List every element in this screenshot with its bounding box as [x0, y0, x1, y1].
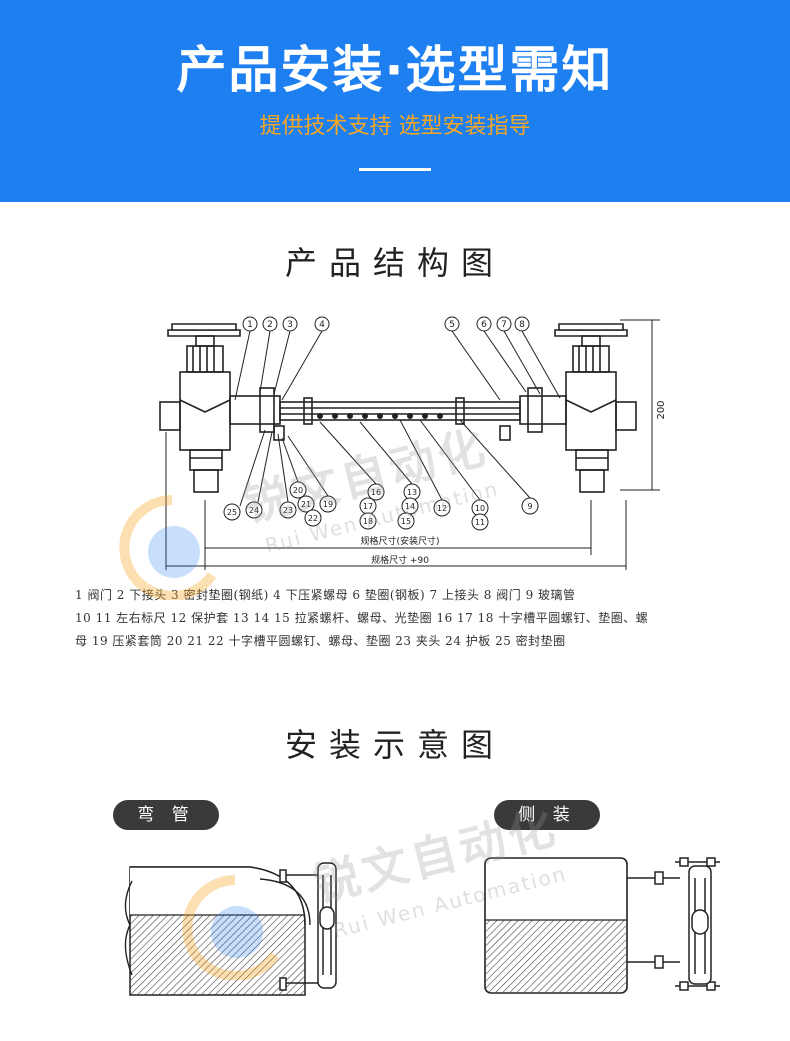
callout-label: 25	[227, 508, 237, 517]
callout-label: 4	[319, 320, 325, 330]
bend-pipe-diagram	[124, 862, 337, 996]
watermark-logo-icon	[182, 875, 280, 980]
header-banner: 产品安装·选型需知 提供技术支持 选型安装指导	[0, 0, 790, 202]
dim-vertical-label: 200	[656, 400, 667, 419]
callout-label: 2	[267, 320, 273, 330]
side-mount-label: 侧 装	[494, 800, 600, 830]
callout-label: 19	[323, 500, 333, 509]
side-mount-diagram	[484, 857, 720, 994]
dim-install-label: 规格尺寸(安装尺寸)	[360, 535, 439, 547]
header-subtitle: 提供技术支持 选型安装指导	[259, 114, 531, 139]
callout-label: 18	[363, 517, 373, 526]
callout-label: 3	[287, 320, 293, 330]
legend-line: 10 11 左右标尺 12 保护套 13 14 15 拉紧螺杆、螺母、光垫圈 1…	[75, 611, 649, 625]
callout-label: 22	[308, 514, 318, 523]
callout-label: 23	[283, 506, 293, 515]
callout-label: 11	[475, 518, 485, 527]
header-title: 产品安装·选型需知	[176, 41, 614, 99]
callout-label: 6	[481, 320, 487, 330]
structure-section-title: 产品结构图	[284, 244, 505, 282]
structure-diagram: 1 2 3 4 5 6 7 8 25 24 23 20 21 22 19 16 …	[159, 316, 667, 570]
callout-label: 12	[437, 504, 447, 513]
callout-label: 15	[401, 517, 411, 526]
callout-label: 1	[247, 320, 253, 330]
callout-label: 14	[405, 502, 415, 511]
callout-label: 21	[301, 500, 311, 509]
watermark-logo-icon	[119, 495, 217, 600]
callout-label: 9	[527, 502, 532, 511]
legend-line: 1 阀门 2 下接头 3 密封垫圈(钢纸) 4 下压紧螺母 6 垫圈(钢板) 7…	[75, 588, 576, 602]
callout-label: 10	[475, 504, 485, 513]
callout-label: 20	[293, 486, 303, 495]
callout-label: 8	[519, 320, 525, 330]
callout-label: 7	[501, 320, 507, 330]
bend-pipe-label: 弯 管	[113, 800, 219, 830]
legend-line: 母 19 压紧套筒 20 21 22 十字槽平圆螺钉、螺母、垫圈 23 夹头 2…	[75, 634, 566, 648]
install-section-title: 安装示意图	[284, 726, 505, 764]
callout-label: 17	[363, 502, 373, 511]
callout-label: 24	[249, 506, 259, 515]
dim-total-label: 规格尺寸 +90	[371, 554, 429, 566]
header-divider	[359, 168, 431, 171]
callout-label: 16	[371, 488, 381, 497]
callout-label: 5	[449, 320, 455, 330]
callout-label: 13	[407, 488, 417, 497]
